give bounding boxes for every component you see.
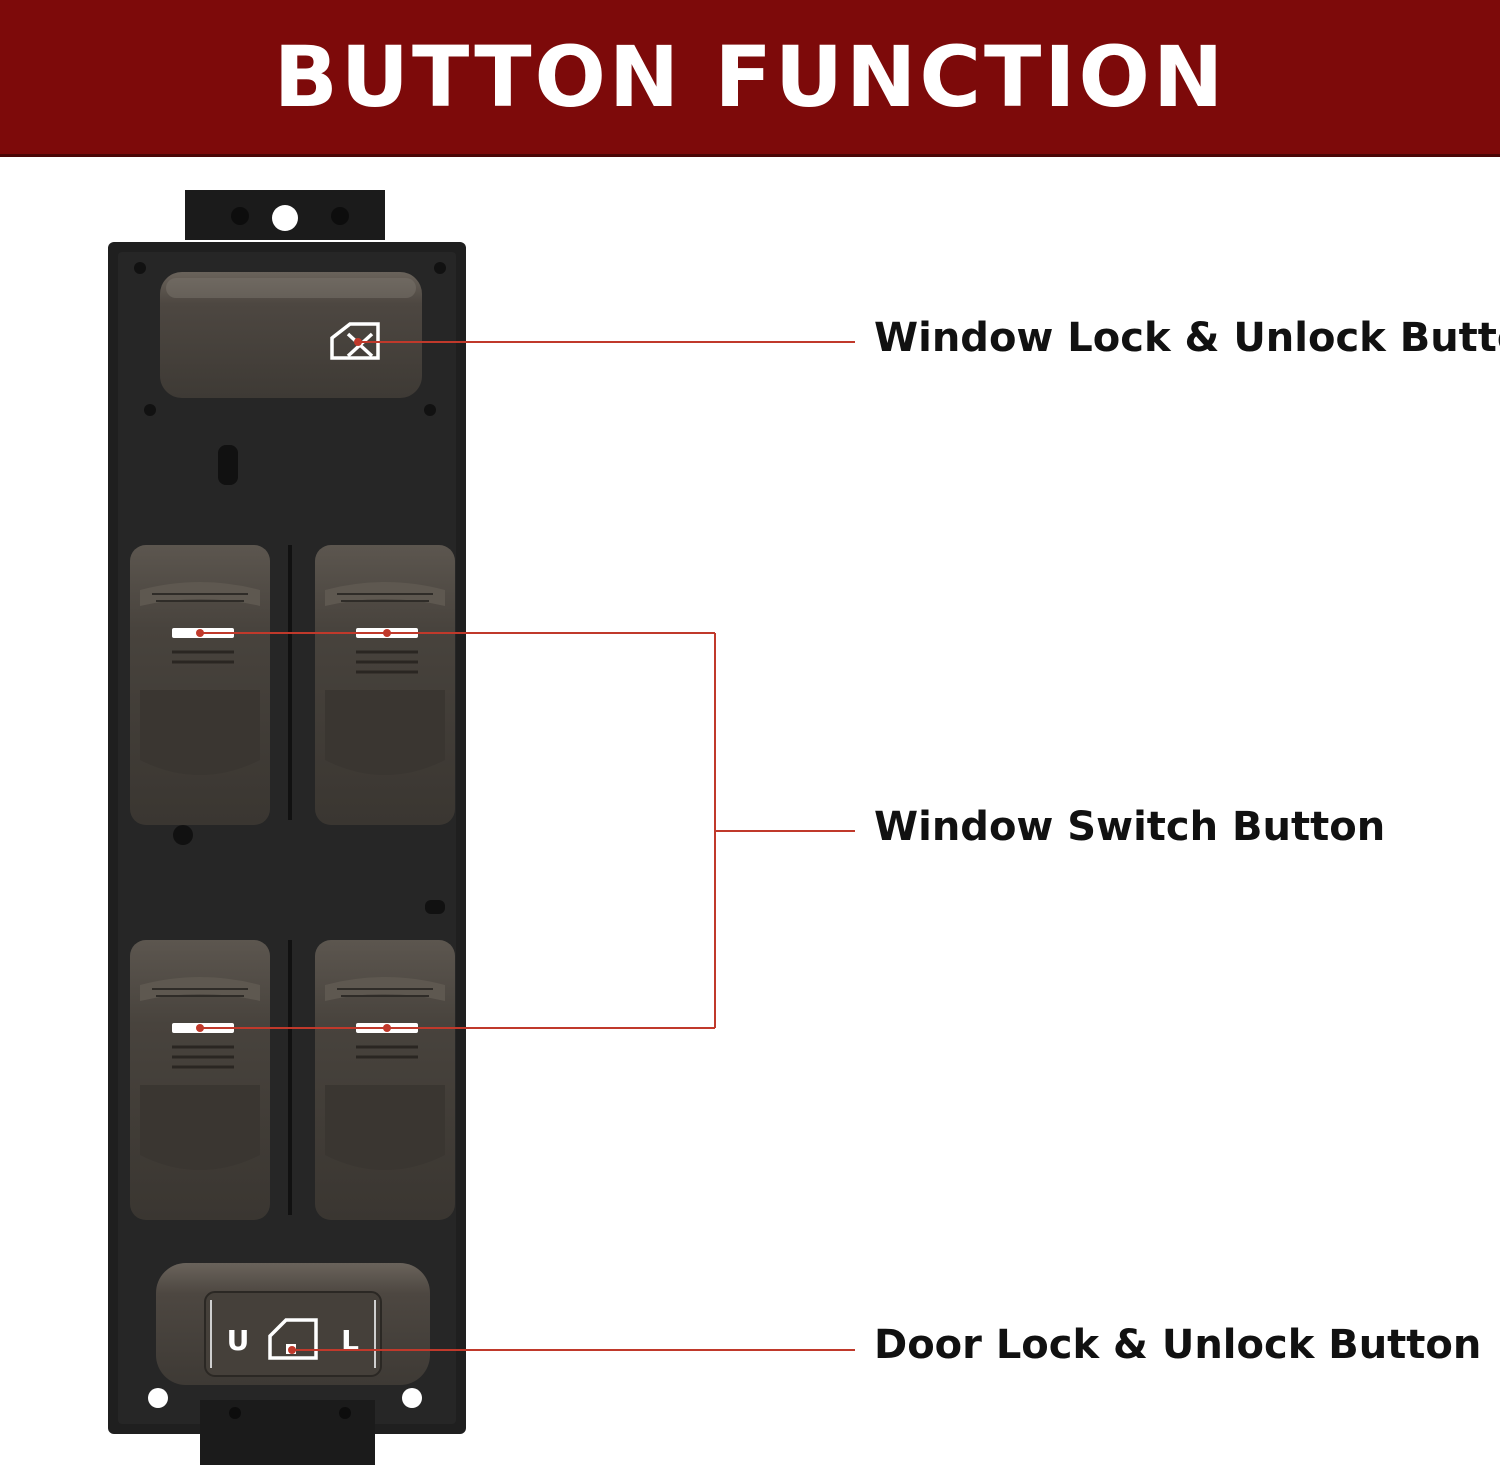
window-switch-rear-right[interactable] bbox=[315, 940, 455, 1220]
window-switch-rear-left[interactable] bbox=[130, 940, 270, 1220]
callout-label-door-lock: Door Lock & Unlock Button bbox=[874, 1322, 1482, 1368]
callout-label-window-lock: Window Lock & Unlock Button bbox=[874, 315, 1500, 361]
callout-bracket-window-switch bbox=[196, 629, 855, 1032]
bottom-mount-tab bbox=[200, 1400, 375, 1465]
door-lock-button[interactable]: U L bbox=[156, 1263, 430, 1385]
lock-letter: L bbox=[341, 1324, 359, 1357]
callout-label-window-switch: Window Switch Button bbox=[874, 804, 1386, 850]
unlock-letter: U bbox=[227, 1324, 250, 1357]
mount-hole bbox=[272, 205, 298, 231]
window-switch-panel: U L bbox=[108, 190, 855, 1465]
banner-title: BUTTON FUNCTION bbox=[273, 28, 1227, 126]
callout-line-door-lock bbox=[288, 1346, 855, 1354]
window-lock-button[interactable] bbox=[160, 272, 422, 398]
window-switch-front-left[interactable] bbox=[130, 545, 270, 825]
window-switch-front-right[interactable] bbox=[315, 545, 455, 825]
header-banner: BUTTON FUNCTION bbox=[0, 0, 1500, 157]
callout-window-lock: Window Lock & Unlock Button bbox=[874, 315, 1500, 375]
callout-line-window-lock bbox=[354, 338, 855, 346]
